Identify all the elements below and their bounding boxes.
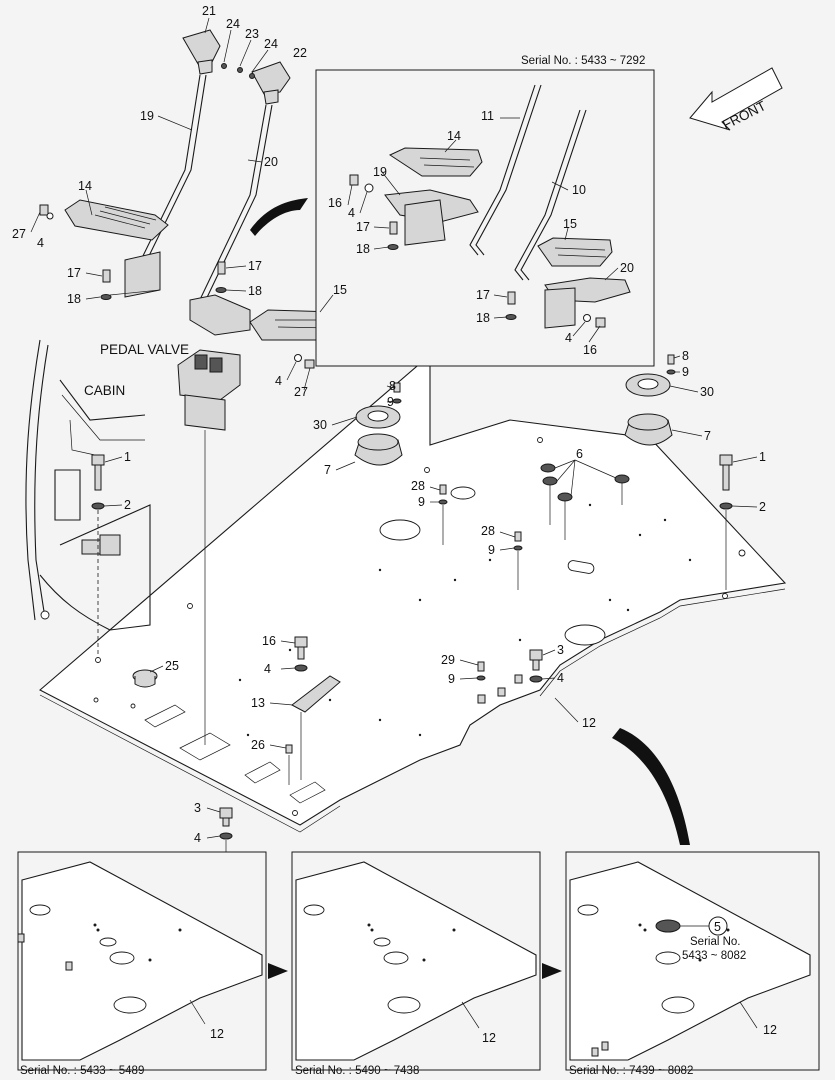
callout: 9 <box>448 672 455 686</box>
callout: 28 <box>481 524 495 538</box>
detail-arrow-top <box>250 198 308 236</box>
inset3-note-line2: 5433 ~ 8082 <box>682 950 746 962</box>
serial-inset-1: Serial No. : 5433 ~ 5489 <box>20 1065 144 1077</box>
callout: 17 <box>67 266 81 280</box>
callout: 9 <box>488 543 495 557</box>
callout: 29 <box>441 653 455 667</box>
serial-inset-2: Serial No. : 5490 ~ 7438 <box>295 1065 419 1077</box>
inset-serial-2 <box>291 851 541 1071</box>
callout: 7 <box>704 429 711 443</box>
callout: 11 <box>481 109 494 123</box>
callout: 4 <box>37 236 44 250</box>
callout: 20 <box>264 155 278 169</box>
callout: 9 <box>682 365 689 379</box>
callout: 15 <box>333 283 347 297</box>
callout: 12 <box>482 1031 496 1045</box>
cabin-frame <box>25 339 151 631</box>
callout: 27 <box>12 227 26 241</box>
callout-numbers: 21 24 23 24 22 19 20 14 27 4 17 18 17 18… <box>12 4 777 1045</box>
callout: 12 <box>763 1023 777 1037</box>
callout: 7 <box>324 463 331 477</box>
callout: 30 <box>700 385 714 399</box>
front-direction-arrow: FRONT <box>689 67 783 133</box>
callout: 12 <box>582 716 596 730</box>
callout: 16 <box>583 343 597 357</box>
detail-arrow-bottom <box>612 728 690 845</box>
callout: 8 <box>389 379 396 393</box>
callout: 12 <box>210 1027 224 1041</box>
callout: 4 <box>275 374 282 388</box>
callout: 17 <box>476 288 490 302</box>
arrow-2-3 <box>542 963 562 979</box>
callout: 15 <box>563 217 577 231</box>
callout: 10 <box>572 183 586 197</box>
inset-serial-3 <box>565 851 820 1071</box>
callout: 4 <box>348 206 355 220</box>
callout: 18 <box>476 311 490 325</box>
callout: 14 <box>447 129 461 143</box>
callout: 4 <box>557 671 564 685</box>
callout: 8 <box>682 349 689 363</box>
callout: 3 <box>194 801 201 815</box>
callout: 28 <box>411 479 425 493</box>
callout: 2 <box>124 498 131 512</box>
callout: 24 <box>226 17 240 31</box>
callout: 5 <box>714 920 721 934</box>
callout: 6 <box>576 447 583 461</box>
inset-box-top <box>315 69 655 367</box>
callout: 17 <box>248 259 262 273</box>
callout: 17 <box>356 220 370 234</box>
lower-parts <box>132 636 543 855</box>
serial-inset-3: Serial No. : 7439 ~ 8082 <box>569 1065 693 1077</box>
callout: 4 <box>194 831 201 845</box>
callout: 16 <box>262 634 276 648</box>
callout: 18 <box>67 292 81 306</box>
floor-plate <box>39 353 787 833</box>
callout: 9 <box>418 495 425 509</box>
callout: 24 <box>264 37 278 51</box>
inset-serial-1 <box>17 851 267 1071</box>
callout: 3 <box>557 643 564 657</box>
callout: 1 <box>759 450 766 464</box>
callout: 13 <box>251 696 265 710</box>
callout: 25 <box>165 659 179 673</box>
cabin-label: CABIN <box>84 383 125 398</box>
callout: 21 <box>202 4 216 18</box>
callout: 4 <box>264 662 271 676</box>
callout: 14 <box>78 179 92 193</box>
inset3-note-line1: Serial No. <box>690 936 741 948</box>
callout: 26 <box>251 738 265 752</box>
callout: 30 <box>313 418 327 432</box>
leader-lines <box>30 17 758 839</box>
callout: 2 <box>759 500 766 514</box>
serial-top: Serial No. : 5433 ~ 7292 <box>521 55 645 67</box>
callout: 18 <box>356 242 370 256</box>
callout: 4 <box>565 331 572 345</box>
callout: 1 <box>124 450 131 464</box>
callout: 23 <box>245 27 259 41</box>
callout: 9 <box>387 395 394 409</box>
cab-mounts <box>91 354 733 655</box>
callout: 18 <box>248 284 262 298</box>
callout: 16 <box>328 196 342 210</box>
pedal-valve-label: PEDAL VALVE <box>100 342 189 357</box>
callout: 20 <box>620 261 634 275</box>
callout: 19 <box>373 165 387 179</box>
arrow-1-2 <box>268 963 288 979</box>
callout: 22 <box>293 46 307 60</box>
callout: 19 <box>140 109 154 123</box>
callout: 27 <box>294 385 308 399</box>
